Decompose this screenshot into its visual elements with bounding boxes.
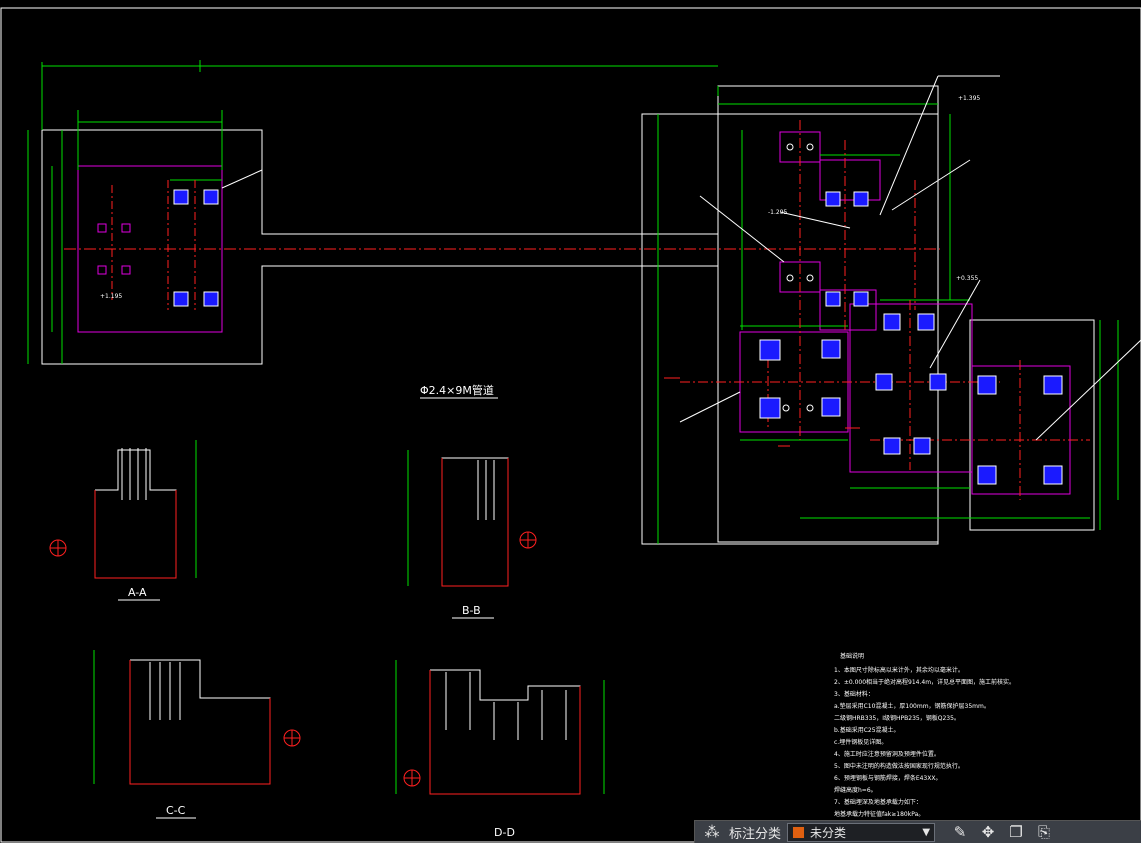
annotation-toolbar: ⁂ 标注分类 未分类 ▼ ✎ ✥ ❐ ⎘ xyxy=(694,820,1141,843)
note-line-4: 二级钢HRB335，I级钢HPB235，钢板Q235。 xyxy=(834,714,960,722)
note-line-9: 6、预埋钢板与钢筋焊接，焊条E43XX。 xyxy=(834,774,941,782)
copy-icon[interactable]: ❐ xyxy=(1009,823,1023,841)
note-line-5: b.基础采用C25混凝土。 xyxy=(834,726,900,734)
section-title-bb: B-B xyxy=(462,604,481,617)
move-icon[interactable]: ✥ xyxy=(981,823,995,841)
note-line-12: 地基承载力特征值fak≥180kPa。 xyxy=(834,810,924,818)
note-line-7: 4、施工时应注意预留洞及预埋件位置。 xyxy=(834,750,940,758)
elev-label-3: +0.355 xyxy=(956,275,978,282)
chevron-down-icon: ▼ xyxy=(922,826,931,838)
note-line-10: 焊缝高度h=6。 xyxy=(834,786,877,794)
notes-title: 基础说明 xyxy=(840,652,864,660)
elev-label-4: +1.395 xyxy=(958,95,980,102)
note-line-0: 1、本图尺寸除标高以米计外，其余均以毫米计。 xyxy=(834,666,964,674)
section-title-dd: D-D xyxy=(494,826,515,839)
edit-icon[interactable]: ✎ xyxy=(953,823,967,841)
pipe-label: Φ2.4×9M管道 xyxy=(420,383,494,397)
note-line-1: 2、±0.000相当于绝对高程914.4m，详见总平面图，施工前核实。 xyxy=(834,678,1015,686)
section-c-c: C-C xyxy=(93,650,301,819)
left-plan: +1.195 xyxy=(27,60,940,365)
note-line-3: a.垫层采用C10混凝土，厚100mm，钢筋保护层35mm。 xyxy=(834,702,990,710)
section-b-b: B-B xyxy=(407,450,537,619)
category-label: 标注分类 xyxy=(729,826,782,842)
elev-label-2: -1.295 xyxy=(768,209,788,216)
category-select[interactable]: 未分类 ▼ xyxy=(787,822,936,842)
right-plan: +1.395 -1.295 +0.355 xyxy=(641,75,1141,545)
note-line-2: 3、基础材料： xyxy=(834,690,874,698)
drawing-frame xyxy=(0,7,1141,843)
section-title-cc: C-C xyxy=(166,804,186,817)
group-icon[interactable]: ⁂ xyxy=(704,823,720,841)
note-line-11: 7、基础埋深及地基承载力如下： xyxy=(834,798,922,806)
notes-block: 基础说明 1、本图尺寸除标高以米计外，其余均以毫米计。 2、±0.000相当于绝… xyxy=(834,652,1015,818)
section-a-a: A-A xyxy=(49,440,197,601)
section-title-aa: A-A xyxy=(128,586,147,599)
paste-icon[interactable]: ⎘ xyxy=(1038,823,1051,841)
category-color-swatch xyxy=(792,825,806,839)
category-value: 未分类 xyxy=(810,825,847,840)
section-d-d: D-D xyxy=(395,660,605,839)
elev-label-1: +1.195 xyxy=(100,293,122,300)
note-line-6: c.埋件钢板见详图。 xyxy=(834,738,887,746)
note-line-8: 5、图中未注明的构造做法按国家现行规范执行。 xyxy=(834,762,964,770)
